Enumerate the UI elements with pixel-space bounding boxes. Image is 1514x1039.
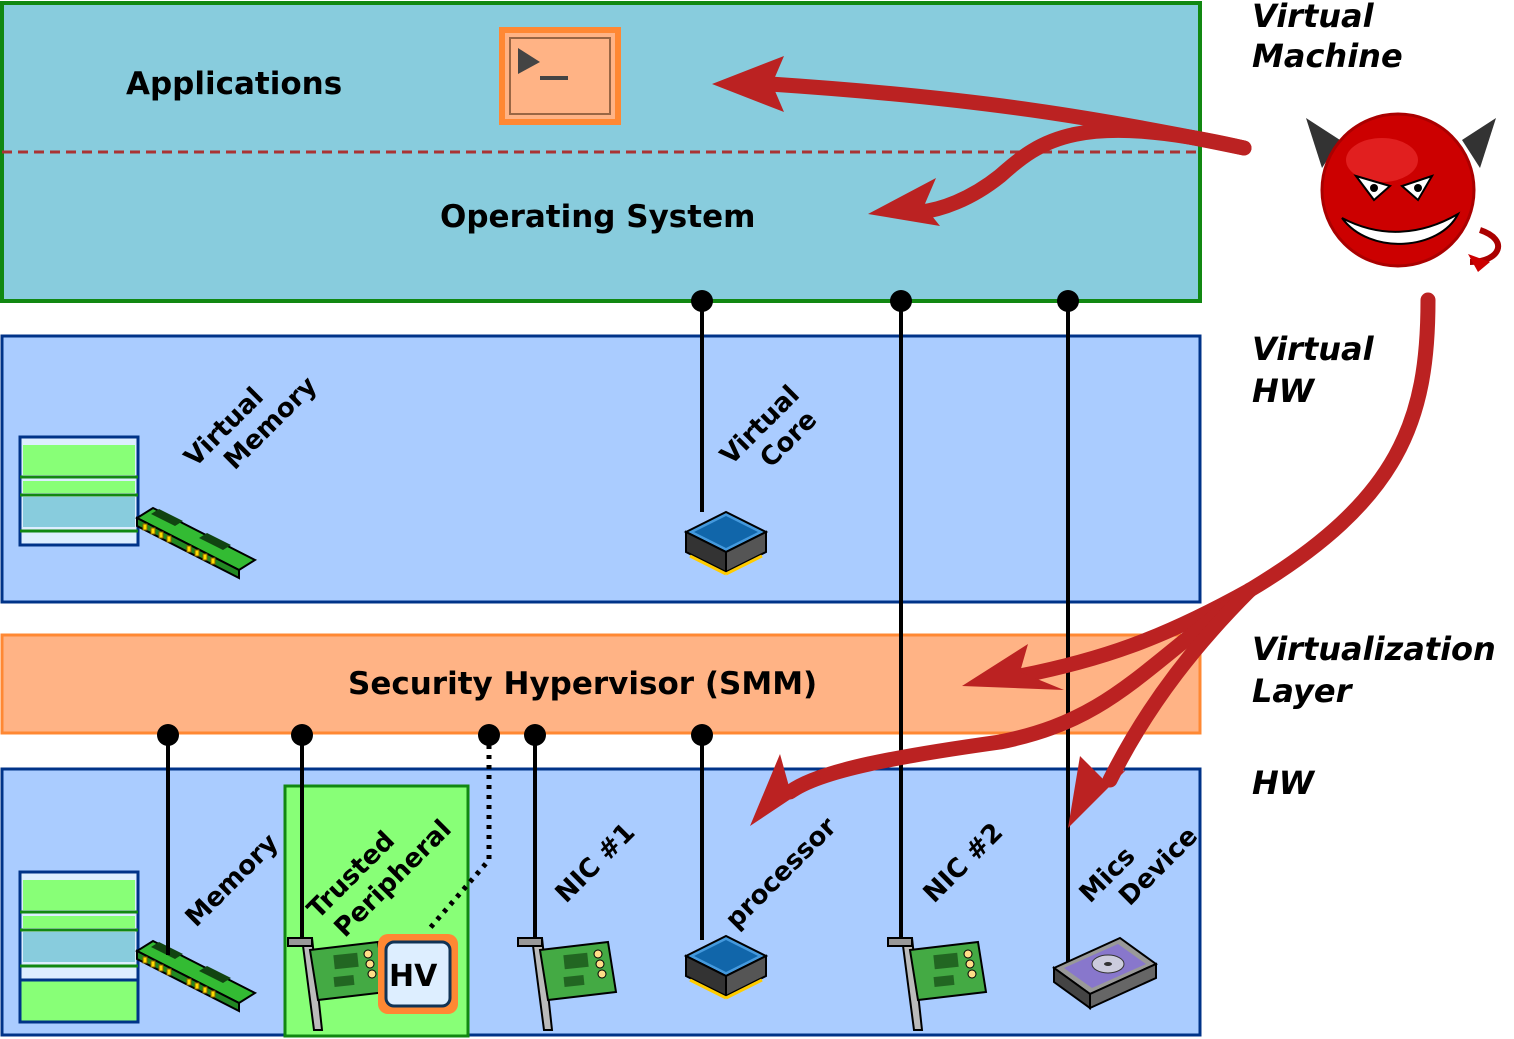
hypervisor-label: Security Hypervisor (SMM): [348, 666, 817, 702]
side-label-virtual-hw-1: Virtual: [1252, 330, 1375, 368]
terminal-icon: [499, 27, 621, 125]
applications-label: Applications: [126, 66, 342, 102]
memory-table-icon: [18, 870, 140, 982]
memory-table-extra-row: [18, 978, 140, 1024]
side-label-virtualization-1: Virtualization: [1252, 630, 1496, 668]
side-label-virtual-machine-1: Virtual: [1252, 0, 1375, 35]
side-label-virtualization-2: Layer: [1252, 672, 1354, 710]
svg-text:HV: HV: [389, 959, 438, 994]
side-label-hw: HW: [1252, 764, 1316, 802]
attack-arrowheads: [712, 56, 1126, 828]
connector-lines: [166, 300, 1070, 965]
hv-chip-icon: HV: [378, 934, 458, 1014]
devil-icon: [1306, 112, 1502, 272]
attack-arrows: [762, 76, 1436, 800]
hard-disk-icon: [1052, 936, 1158, 1010]
side-label-virtual-machine-2: Machine: [1252, 37, 1403, 75]
side-label-virtual-hw-2: HW: [1252, 372, 1316, 410]
hw-layer-box: [0, 767, 1202, 1037]
virtual-memory-table-icon: [18, 435, 140, 547]
virtual-hw-layer-box: [0, 334, 1202, 604]
connector-dots: [157, 290, 1079, 746]
operating-system-label: Operating System: [440, 199, 755, 235]
